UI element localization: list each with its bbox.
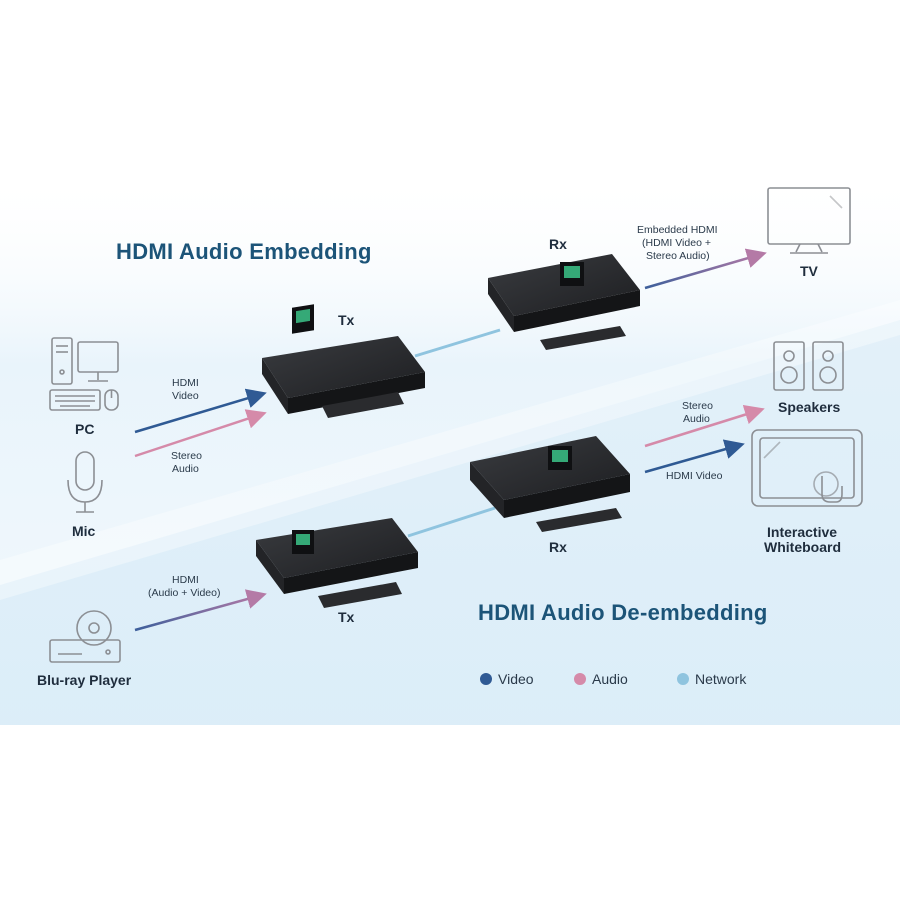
network-link-top <box>414 328 501 358</box>
tv-icon <box>767 187 851 254</box>
arrow-embedded-out <box>644 248 767 290</box>
signal-embedded-3: Stereo Audio) <box>646 250 710 262</box>
arrow-hdmi-video-out <box>644 439 745 474</box>
signal-bluray-hdmi-2: (Audio + Video) <box>148 587 221 599</box>
legend-network-dot <box>677 673 689 685</box>
title-deembedding: HDMI Audio De-embedding <box>478 600 768 625</box>
label-whiteboard-2: Whiteboard <box>764 539 841 555</box>
legend-audio-label: Audio <box>592 671 628 687</box>
pc-icon <box>49 337 119 411</box>
legend-audio: Audio <box>574 671 628 687</box>
legend-network-label: Network <box>695 671 747 687</box>
tx-unit-top <box>262 304 425 418</box>
legend-video: Video <box>480 671 534 687</box>
tx-unit-bottom <box>256 518 418 608</box>
label-mic: Mic <box>72 523 96 539</box>
arrow-bluray-hdmi <box>134 589 267 632</box>
label-pc: PC <box>75 421 95 437</box>
whiteboard-icon <box>751 429 863 507</box>
label-rx-bottom: Rx <box>549 539 567 555</box>
mic-icon <box>67 451 103 513</box>
title-embedding: HDMI Audio Embedding <box>116 239 372 264</box>
speakers-icon <box>773 341 844 391</box>
label-tv: TV <box>800 263 818 279</box>
arrow-hdmi-video-in <box>134 388 267 434</box>
signal-out-stereo-2: Audio <box>683 413 710 425</box>
label-tx-bottom: Tx <box>338 609 355 625</box>
legend-video-label: Video <box>498 671 534 687</box>
label-tx-top: Tx <box>338 312 355 328</box>
signal-out-hdmi-video: HDMI Video <box>666 470 723 482</box>
label-rx-top: Rx <box>549 236 567 252</box>
legend-network: Network <box>677 671 746 687</box>
signal-hdmi-video-1: HDMI <box>172 377 199 389</box>
signal-stereo-audio-1: Stereo <box>171 450 202 462</box>
label-speakers: Speakers <box>778 399 841 415</box>
arrow-stereo-audio-in <box>134 409 267 458</box>
label-whiteboard-1: Interactive <box>767 524 838 540</box>
legend-video-dot <box>480 673 492 685</box>
legend-audio-dot <box>574 673 586 685</box>
signal-stereo-audio-2: Audio <box>172 463 199 475</box>
signal-out-stereo-1: Stereo <box>682 400 713 412</box>
signal-embedded-1: Embedded HDMI <box>637 224 718 236</box>
signal-embedded-2: (HDMI Video + <box>642 237 711 249</box>
arrow-stereo-audio-out <box>644 404 765 448</box>
bluray-icon <box>49 610 121 663</box>
network-link-bottom <box>407 506 496 538</box>
signal-hdmi-video-2: Video <box>172 390 199 402</box>
rx-unit-top <box>488 254 640 350</box>
rx-unit-bottom <box>470 436 630 532</box>
label-bluray: Blu-ray Player <box>37 672 132 688</box>
signal-bluray-hdmi-1: HDMI <box>172 574 199 586</box>
